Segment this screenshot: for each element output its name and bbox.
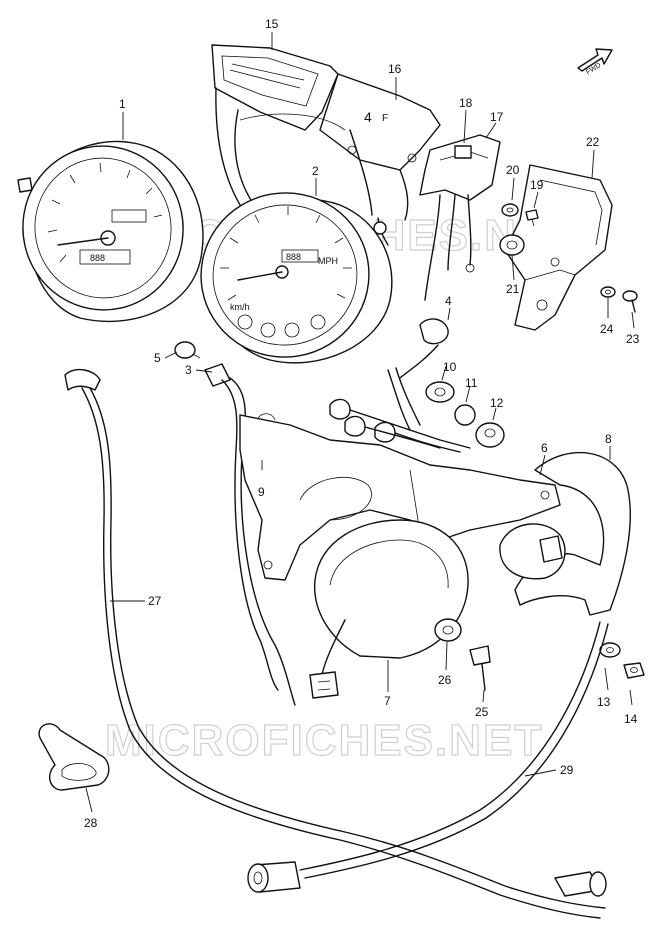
watermark-bottom: MICROFICHES.NET (105, 716, 543, 765)
part-5-bulb (174, 341, 201, 359)
callout-17: 17 (490, 110, 504, 124)
callout-15: 15 (265, 17, 279, 31)
callout-4: 4 (445, 294, 452, 308)
tachometer-km: km/h (230, 302, 250, 312)
part-13-washer (599, 642, 621, 658)
callout-26: 26 (438, 673, 452, 687)
callout-11: 11 (465, 376, 478, 390)
callout-2: 2 (312, 164, 319, 178)
indicator-f: F (382, 113, 388, 124)
callout-5: 5 (154, 351, 161, 365)
part-11-grommet (454, 404, 476, 426)
callout-28: 28 (84, 816, 98, 830)
callout-6: 6 (541, 441, 548, 455)
callout-20: 20 (506, 163, 520, 177)
callout-3: 3 (185, 363, 192, 377)
callout-24: 24 (600, 322, 614, 336)
part-8-bracket (499, 451, 631, 616)
callout-14: 14 (624, 712, 638, 726)
part-3-bulb-socket (204, 363, 296, 706)
fwd-arrow-icon: FWD (577, 48, 613, 76)
speedometer-odometer: 888 (90, 253, 105, 263)
indicator-4: 4 (364, 109, 372, 125)
part-29-tachometer-cable (247, 621, 609, 893)
part-22-bracket (504, 164, 613, 331)
callout-10: 10 (443, 360, 457, 374)
leader-lines (85, 32, 635, 813)
part-10-grommet (425, 381, 455, 403)
callout-27: 27 (148, 594, 162, 608)
callout-21: 21 (506, 282, 520, 296)
part-2-tachometer: 888 MPH km/h (200, 192, 393, 364)
callout-12: 12 (490, 396, 504, 410)
callout-13: 13 (597, 695, 611, 709)
callout-22: 22 (586, 135, 600, 149)
callouts: 1 2 3 4 5 6 7 8 9 10 11 12 13 14 15 16 1… (84, 17, 640, 830)
part-26-grommet (434, 618, 462, 642)
callout-9: 9 (258, 485, 265, 499)
harness-sockets (329, 367, 471, 453)
callout-29: 29 (560, 763, 574, 777)
part-27-speedometer-cable (64, 368, 607, 919)
callout-7: 7 (384, 694, 391, 708)
tachometer-mph: MPH (318, 256, 338, 266)
callout-8: 8 (605, 432, 612, 446)
callout-23: 23 (626, 332, 640, 346)
callout-25: 25 (475, 705, 489, 719)
callout-16: 16 (388, 62, 402, 76)
part-28-cable-grommet (38, 723, 110, 791)
part-7-meter-case (309, 519, 469, 699)
tachometer-odometer: 888 (286, 252, 301, 262)
part-15-meter-housing: 4 F (211, 44, 441, 221)
callout-18: 18 (459, 96, 473, 110)
part-24-washer (600, 286, 616, 298)
part-4-socket (399, 318, 449, 379)
part-23-screw (622, 290, 638, 313)
part-14-nut (623, 662, 645, 679)
part-12-grommet (475, 422, 505, 448)
part-1-speedometer: 888 (17, 140, 204, 322)
part-19-screw (525, 209, 539, 227)
part-25-bolt (469, 645, 491, 691)
part-21-grommet (499, 234, 525, 256)
callout-1: 1 (119, 97, 126, 111)
callout-19: 19 (530, 178, 544, 192)
part-20-washer (501, 203, 519, 217)
